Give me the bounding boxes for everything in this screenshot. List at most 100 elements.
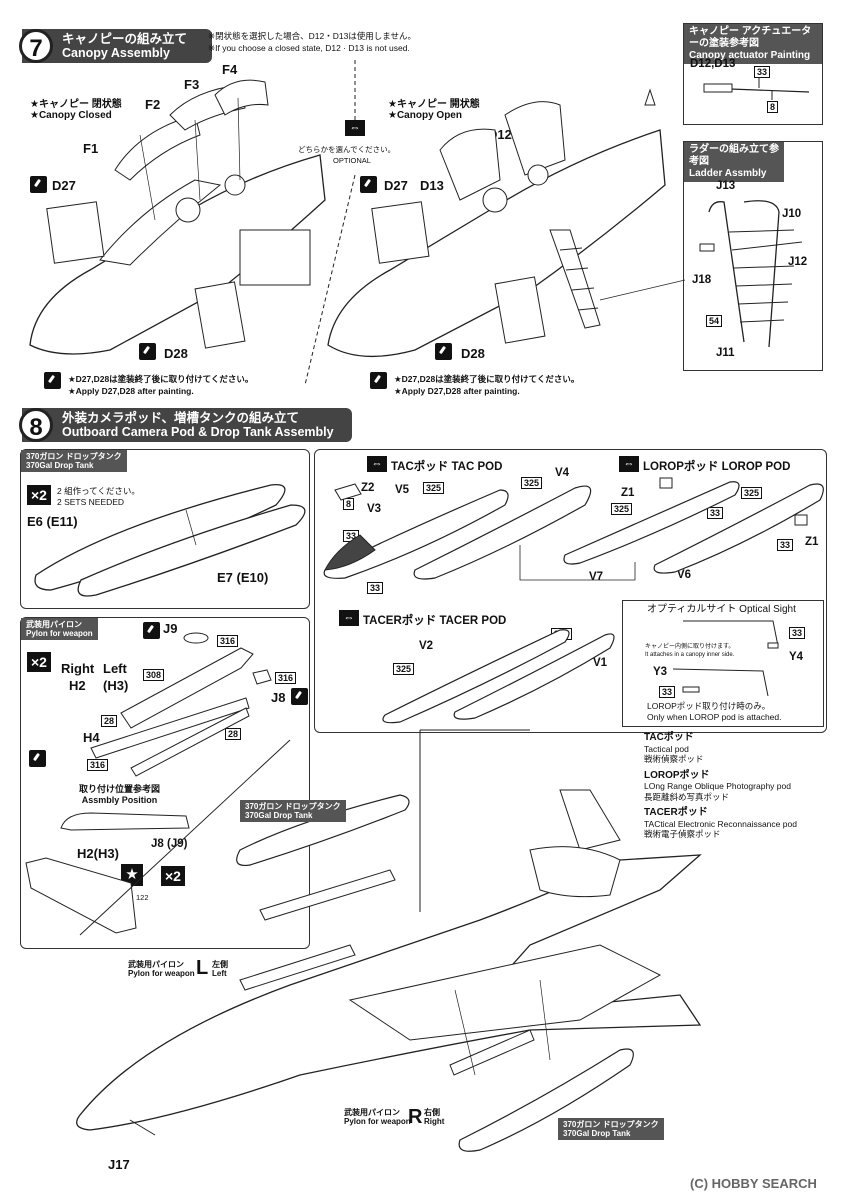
tank-top-label: 370ガロン ドロップタンク 370Gal Drop Tank bbox=[240, 800, 346, 822]
pylon-left-side: 左側 Left bbox=[212, 960, 228, 978]
part-j17: J17 bbox=[108, 1157, 130, 1172]
part-h2-h3: H2(H3) bbox=[77, 846, 119, 861]
qty-badge: ×2 bbox=[27, 652, 51, 672]
paint-icon bbox=[360, 176, 377, 193]
droptank-box: 370ガロン ドロップタンク 370Gal Drop Tank ×2 2 組作っ… bbox=[20, 449, 310, 609]
color-316-tag: 316 bbox=[87, 759, 109, 771]
step7-title-en: Canopy Assembly bbox=[62, 46, 170, 60]
ladder-drawing bbox=[699, 200, 803, 348]
legend-head: TACERポッド bbox=[644, 807, 708, 818]
lorop-pod-title: LOROPポッド LOROP POD bbox=[643, 461, 791, 473]
part-v4: V4 bbox=[555, 467, 570, 479]
legend-head: LOROPポッド bbox=[644, 769, 710, 781]
step8-title-en: Outboard Camera Pod & Drop Tank Assembly bbox=[62, 425, 334, 439]
part-h3: (H3) bbox=[103, 678, 129, 693]
paint-icon bbox=[30, 176, 47, 193]
color-8-tag: 8 bbox=[343, 498, 355, 510]
paint-icon bbox=[435, 343, 452, 360]
pylon-box-title-jp: 武装用パイロン bbox=[26, 620, 82, 629]
paint-note-en-b: ★Apply D27,D28 after painting. bbox=[394, 386, 520, 396]
color-8-tag: 8 bbox=[767, 101, 779, 113]
paint-note-jp-b: ★D27,D28は塗装終了後に取り付けてください。 bbox=[394, 374, 580, 384]
decal-number: 122 bbox=[136, 893, 149, 902]
part-z1: Z1 bbox=[621, 487, 635, 499]
sight-note-en: Only when LOROP pod is attached. bbox=[647, 712, 782, 722]
step7-title-jp: キャノピーの組み立て bbox=[62, 32, 188, 46]
color-325-tag: 325 bbox=[393, 663, 415, 675]
part-d27-open: D27 bbox=[384, 178, 408, 193]
part-e7: E7 (E10) bbox=[217, 570, 269, 585]
color-316-tag: 316 bbox=[217, 635, 239, 647]
part-y4: Y4 bbox=[789, 651, 804, 663]
sight-inner-en: It attaches in a canopy inner side. bbox=[645, 652, 735, 658]
part-y3: Y3 bbox=[653, 666, 668, 678]
aircraft-underside-drawing bbox=[76, 729, 702, 1152]
ladder-j12: J12 bbox=[788, 256, 808, 268]
optional-icon: ⇔ bbox=[619, 456, 639, 472]
legend-line: LOng Range Oblique Photography pod bbox=[644, 781, 791, 791]
canopy-closed-label: ★キャノピー 閉状態 ★Canopy Closed bbox=[30, 95, 122, 121]
tac-lorop-drawing bbox=[323, 477, 824, 581]
color-33-tag: 33 bbox=[367, 582, 384, 594]
ladder-j11: J11 bbox=[716, 347, 735, 359]
droptank-sets-jp: 2 組作ってください。 bbox=[57, 486, 140, 496]
jet-nose-open-drawing bbox=[327, 88, 686, 358]
jet-nose-closed-drawing bbox=[29, 79, 326, 355]
paint-icon bbox=[370, 372, 387, 389]
ladder-j18: J18 bbox=[692, 274, 712, 286]
part-v2: V2 bbox=[419, 640, 434, 652]
optional-icon: ⇔ bbox=[345, 120, 365, 136]
pylon-position-drawing bbox=[25, 812, 190, 934]
ladder-j10: J10 bbox=[782, 208, 802, 220]
pylon-right-en: Pylon for weapon bbox=[344, 1117, 411, 1126]
pylon-left: Left bbox=[103, 661, 127, 676]
canopy-open-en: ★Canopy Open bbox=[388, 110, 462, 121]
ladder-title-jp: ラダーの組み立て参考図 bbox=[689, 144, 779, 167]
step7-note-en: ※If you choose a closed state, D12 · D13… bbox=[208, 43, 410, 53]
part-d28-closed: D28 bbox=[164, 346, 188, 361]
pylon-box-title: 武装用パイロン Pylon for weapon bbox=[21, 618, 98, 640]
paint-icon bbox=[44, 372, 61, 389]
canopy-actuator-title: キャノピー アクチュエーターの塗装参考図 Canopy actuator Pai… bbox=[684, 24, 822, 64]
droptank-box-title: 370ガロン ドロップタンク 370Gal Drop Tank bbox=[21, 450, 127, 472]
legend-tacer: TACERポッド TACtical Electronic Reconnaissa… bbox=[644, 807, 797, 840]
paint-icon bbox=[143, 622, 160, 639]
part-j8: J8 bbox=[271, 690, 286, 705]
part-f3: F3 bbox=[184, 77, 200, 92]
canopy-actuator-title-en: Canopy actuator Painting bbox=[689, 50, 811, 61]
step8-title-jp: 外装カメラポッド、増槽タンクの組み立て bbox=[62, 411, 300, 425]
part-z2: Z2 bbox=[361, 482, 375, 494]
step7-number: 7 bbox=[19, 29, 53, 63]
part-d27-closed: D27 bbox=[52, 178, 76, 193]
tac-pod-title: TACポッド TAC POD bbox=[391, 461, 503, 473]
color-325-tag: 325 bbox=[521, 477, 543, 489]
ladder-j13: J13 bbox=[716, 180, 736, 192]
tank-bottom-en: 370Gal Drop Tank bbox=[563, 1129, 631, 1138]
part-v3: V3 bbox=[367, 503, 382, 515]
legend-tac: TACポッド Tactical pod 戦術偵察ポッド bbox=[644, 732, 797, 765]
canopy-open-label: ★キャノピー 開状態 ★Canopy Open bbox=[388, 95, 480, 121]
part-d28-open: D28 bbox=[461, 346, 485, 361]
pylon-drawing bbox=[90, 632, 272, 777]
pods-box: ⇔ TACポッド TAC POD ⇔ LOROPポッド LOROP POD Z2… bbox=[314, 449, 827, 733]
sight-drawing bbox=[672, 620, 779, 697]
optional-jp: どちらかを選んでください。 bbox=[298, 145, 396, 154]
optional-divider bbox=[304, 60, 356, 386]
part-j8-j9: J8 (J9) bbox=[151, 838, 188, 850]
pylon-box-title-en: Pylon for weapon bbox=[26, 629, 93, 638]
legend-line: Tactical pod bbox=[644, 743, 689, 754]
color-33-tag: 33 bbox=[777, 539, 794, 551]
canopy-actuator-title-jp: キャノピー アクチュエーターの塗装参考図 bbox=[689, 26, 812, 49]
pylon-box: 武装用パイロン Pylon for weapon ×2 Right Left H… bbox=[20, 617, 310, 949]
step7-note-jp: ※閉状態を選択した場合、D12・D13は使用しません。 bbox=[208, 31, 417, 41]
part-f1: F1 bbox=[83, 141, 99, 156]
part-v1: V1 bbox=[593, 657, 608, 669]
part-d13: D13 bbox=[420, 178, 444, 193]
optional-icon: ⇔ bbox=[367, 456, 387, 472]
pylon-right-letter: R bbox=[408, 1106, 423, 1128]
pylon-left-side-jp: 左側 bbox=[212, 960, 228, 969]
droptank-sets-en: 2 SETS NEEDED bbox=[57, 497, 125, 507]
optional-en: OPTIONAL bbox=[333, 156, 371, 165]
canopy-closed-jp: ★キャノピー 閉状態 bbox=[30, 99, 122, 110]
part-v5: V5 bbox=[395, 484, 410, 496]
